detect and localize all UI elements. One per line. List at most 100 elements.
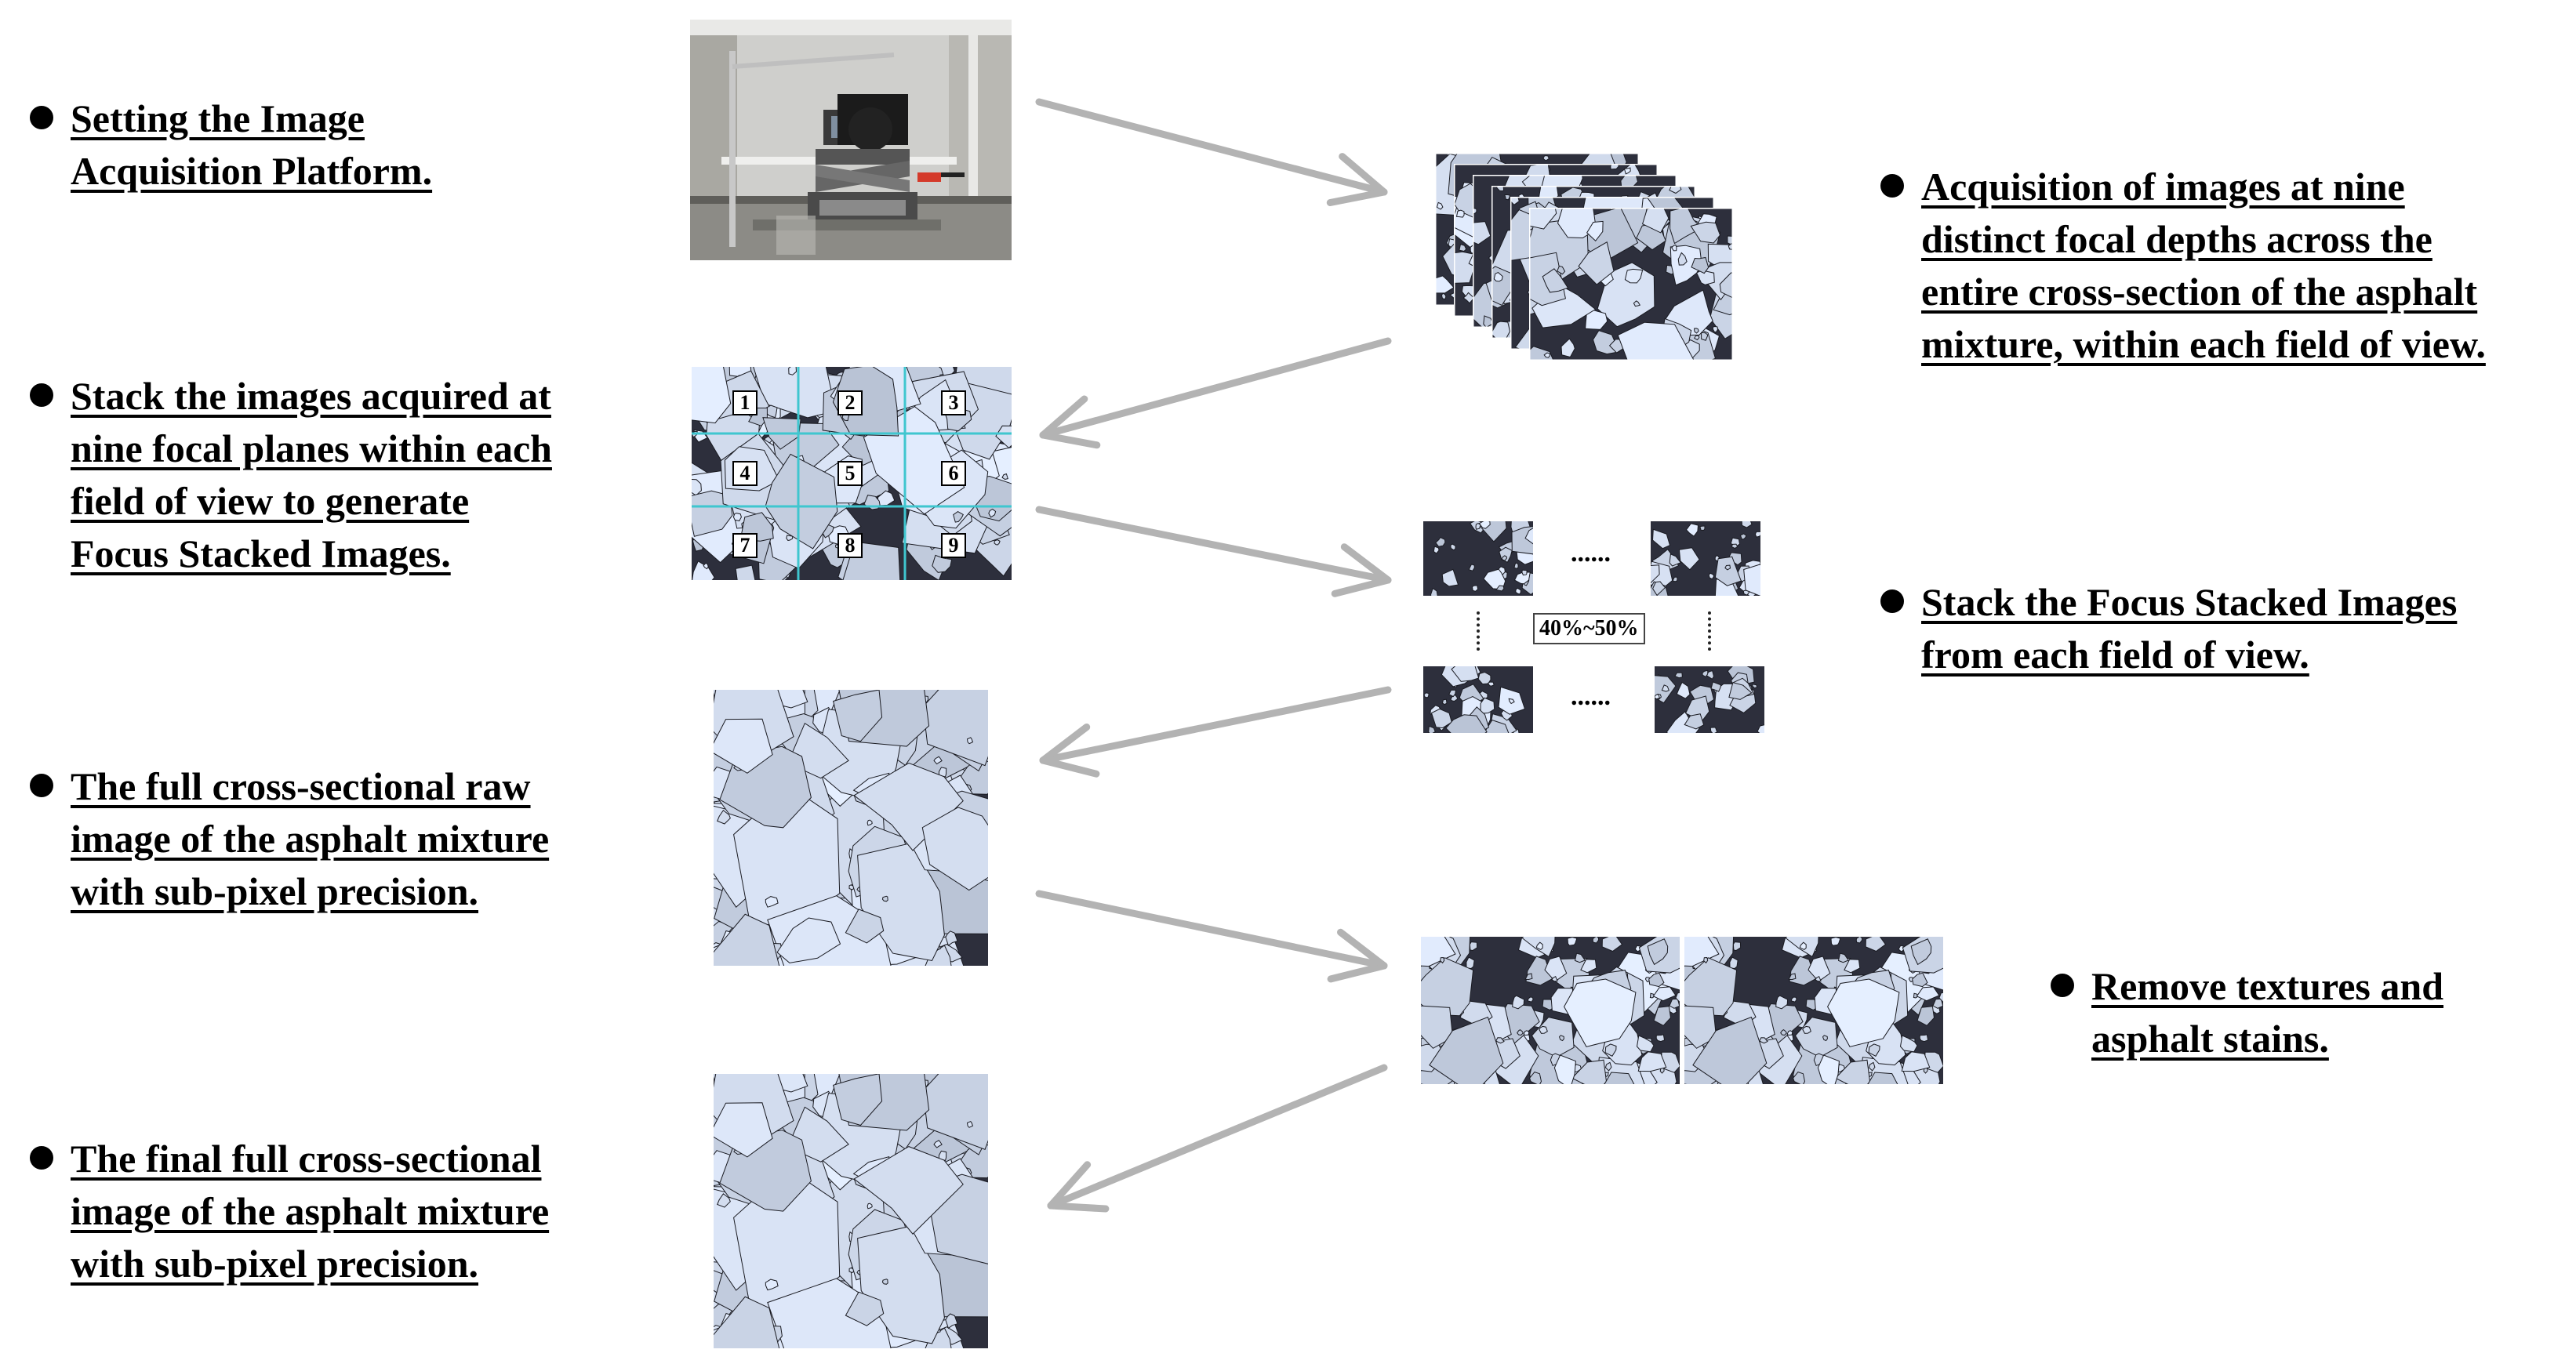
aggregate-particle	[1728, 681, 1753, 700]
aggregate-particle	[1727, 235, 1733, 246]
aggregate-particle	[1649, 992, 1655, 999]
aggregate-particle	[867, 1202, 873, 1210]
step-remove: Remove textures and asphalt stains.	[2051, 960, 2443, 1065]
overlap-ratio-label: 40%~50%	[1533, 613, 1645, 644]
grid-number-4: 4	[732, 461, 758, 486]
aggregate-particle	[1473, 221, 1491, 245]
aggregate-particle	[1604, 1043, 1617, 1057]
mosaic-overlap-panel: ...... ...... 40%~50%	[1423, 521, 1768, 737]
aggregate-particle	[1938, 992, 1943, 1003]
aggregate-particle	[1919, 1034, 1929, 1043]
aggregate-particle	[714, 718, 773, 774]
aggregate-particle	[1732, 941, 1742, 952]
grid-number-8: 8	[837, 533, 863, 558]
aggregate-particle	[1752, 684, 1758, 689]
bullet-icon	[1880, 174, 1904, 198]
arrow-icon	[1039, 337, 1392, 449]
focal-image-stack	[1435, 153, 1749, 365]
aggregate-particle	[1487, 681, 1495, 687]
aggregate-particle	[1430, 708, 1452, 729]
aggregate-particle	[1504, 194, 1510, 201]
aggregate-particle	[1466, 956, 1475, 970]
aggregate-particle	[867, 819, 873, 826]
aggregate-particle	[714, 1102, 773, 1158]
aggregate-particle	[776, 917, 841, 963]
aggregate-particle	[1684, 695, 1710, 722]
aggregate-particle	[1592, 937, 1600, 944]
aggregate-particle	[1436, 201, 1444, 210]
step-setup-text: Setting the Image Acquisition Platform.	[71, 96, 433, 193]
aggregate-particle	[1837, 952, 1849, 963]
aggregate-particle	[1899, 1035, 1918, 1053]
aggregate-particle	[1675, 992, 1680, 1003]
aggregate-particle	[1586, 220, 1604, 242]
aggregate-particle	[877, 490, 896, 506]
aggregate-particle	[1790, 996, 1797, 1003]
aggregate-particle	[1652, 581, 1666, 596]
aggregate-particle	[1521, 569, 1528, 576]
aggregate-particle	[1719, 272, 1733, 299]
aggregate-particle	[1551, 975, 1558, 982]
aggregate-particle	[845, 909, 885, 944]
aggregate-particle	[1433, 546, 1440, 554]
step-focus-stack-text: Stack the images acquired at nine focal …	[71, 374, 552, 575]
aggregate-particle	[1451, 666, 1480, 682]
aggregate-particle	[703, 562, 709, 570]
aggregate-particle	[1513, 571, 1531, 585]
step-raw-image-text: The full cross-sectional raw image of th…	[71, 764, 550, 913]
bullet-icon	[30, 774, 53, 797]
aggregate-particle	[1633, 300, 1641, 307]
step-mosaic: Stack the Focus Stacked Images from each…	[1880, 576, 2457, 681]
aggregate-particle	[1702, 669, 1709, 678]
bullet-icon	[30, 106, 53, 129]
aggregate-particle	[921, 807, 988, 891]
aggregate-particle	[1913, 992, 1919, 999]
aggregate-particle	[1557, 265, 1566, 275]
aggregate-particle	[1692, 1016, 1768, 1084]
aggregate-particle	[833, 690, 883, 742]
aggregate-particle	[1901, 1051, 1931, 1072]
mosaic-tile-bottom-right	[1655, 666, 1764, 733]
aggregate-particle	[765, 896, 779, 908]
aggregate-particle	[1661, 684, 1669, 692]
aggregate-particle	[1512, 995, 1525, 1010]
step-final-image-text: The final full cross-sectional image of …	[71, 1137, 550, 1286]
focal-stack-art	[1435, 153, 1733, 361]
aggregate-particle	[1712, 325, 1718, 333]
aggregate-particle	[1677, 252, 1688, 266]
platform-photo	[690, 20, 1012, 260]
aggregate-particle	[1495, 1037, 1505, 1044]
aggregate-particle	[732, 513, 742, 522]
grid-number-3: 3	[941, 390, 966, 415]
aggregate-particle	[1799, 941, 1807, 950]
step-mosaic-text: Stack the Focus Stacked Images from each…	[1921, 580, 2458, 676]
aggregate-particle	[692, 367, 732, 424]
aggregate-particle	[1685, 523, 1699, 537]
aggregate-particle	[1754, 531, 1760, 538]
aggregate-particle	[1676, 681, 1691, 699]
final-cross-section-image	[714, 1074, 988, 1348]
aggregate-particle	[1529, 1072, 1542, 1084]
aggregate-particle	[1802, 1025, 1811, 1034]
mosaic-tile-top-right	[1651, 521, 1760, 596]
aggregate-particle	[1441, 568, 1459, 587]
aggregate-particle	[1567, 937, 1578, 946]
aggregate-particle	[1527, 996, 1534, 1003]
mosaic-tile-top-left	[1423, 521, 1533, 596]
aggregate-particle	[1793, 1072, 1806, 1084]
aggregate-particle	[1578, 241, 1615, 285]
aggregate-particle	[1691, 256, 1709, 274]
grid-number-7: 7	[732, 533, 758, 558]
aggregate-particle	[1674, 672, 1683, 679]
aggregate-particle	[735, 564, 756, 580]
aggregate-particle	[1524, 528, 1533, 545]
aggregate-particle	[1430, 587, 1438, 596]
aggregate-particle	[788, 367, 798, 375]
aggregate-particle	[717, 809, 731, 825]
aggregate-particle	[1604, 1061, 1612, 1072]
bullet-icon	[30, 1146, 53, 1170]
bullet-icon	[30, 383, 53, 407]
aggregate-particle	[945, 930, 958, 947]
grid-number-5: 5	[837, 461, 863, 486]
aggregate-particle	[1515, 587, 1521, 595]
